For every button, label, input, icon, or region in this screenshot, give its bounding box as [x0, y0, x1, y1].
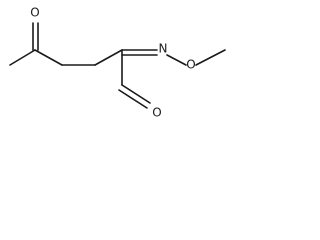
bond-o-methyl [195, 49, 226, 66]
molecule-diagram: O N O O [9, 6, 226, 120]
bond-c4-c5 [94, 49, 123, 66]
atom-ketone-oxygen: O [30, 6, 39, 20]
structure-canvas: O N O O [0, 0, 250, 136]
bond-n-o [166, 54, 187, 66]
bond-methyl-c2 [9, 49, 36, 66]
bond-c2-c3 [34, 49, 63, 66]
bond-c6-o-double-a [121, 84, 151, 104]
bond-c6-o-double-b [118, 89, 148, 109]
atom-ether-oxygen: O [186, 58, 195, 72]
atom-imine-nitrogen: N [159, 42, 168, 56]
atom-aldehyde-oxygen: O [152, 106, 161, 120]
